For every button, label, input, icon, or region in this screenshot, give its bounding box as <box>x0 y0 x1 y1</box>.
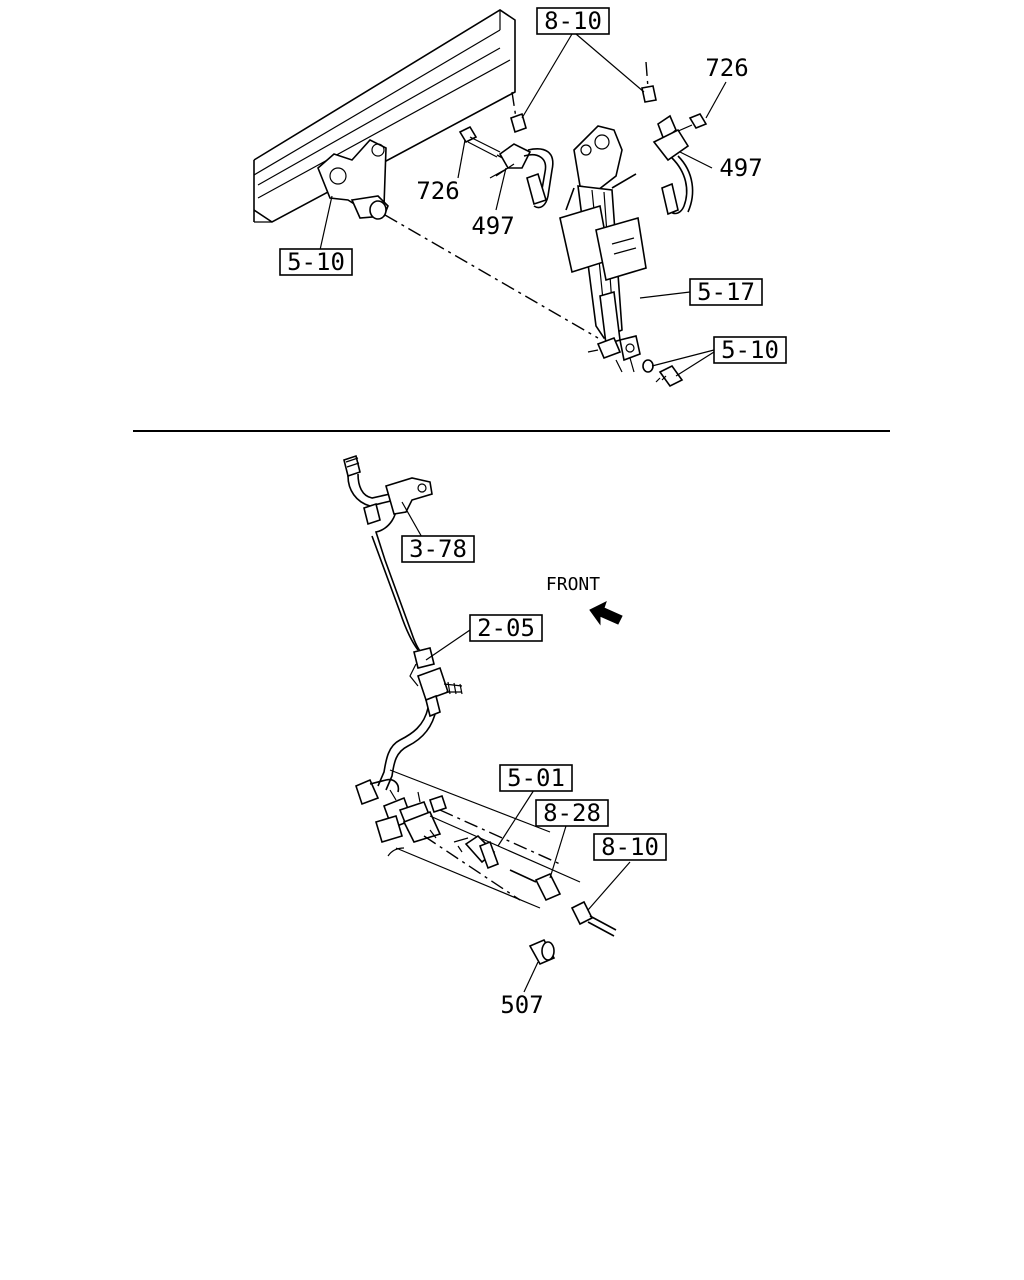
label-726-left: 726 <box>416 177 459 205</box>
label-2-05: 2-05 <box>477 614 535 642</box>
bottom-leaders <box>401 501 631 993</box>
ref-box-5-10-left <box>279 248 353 276</box>
label-726-right: 726 <box>705 54 748 82</box>
pipe-top-fitting <box>343 454 361 478</box>
top-view: 8-10 726 726 497 497 5-10 5-17 5-10 <box>253 7 787 388</box>
front-arrow <box>589 601 623 626</box>
label-8-28: 8-28 <box>543 799 601 827</box>
bottom-view: FRONT <box>343 454 667 1019</box>
clip-8-10-left <box>510 91 527 134</box>
label-5-10-left: 5-10 <box>287 248 345 276</box>
lower-valve-cluster <box>355 778 448 843</box>
clamp-3-78 <box>363 477 433 526</box>
top-leaders <box>319 33 727 377</box>
sensor-497-right <box>652 114 694 216</box>
ref-box-5-01 <box>499 764 573 792</box>
ref-box-5-17 <box>689 278 763 306</box>
connector-8-10-bottom <box>570 900 617 937</box>
frame-rail <box>253 9 516 223</box>
guide-lines <box>387 769 581 909</box>
connector-8-28 <box>509 869 562 902</box>
ref-box-8-10-bottom <box>593 833 667 861</box>
ref-box-5-10-right <box>713 336 787 364</box>
bolt-726-right <box>675 113 708 133</box>
label-8-10-top: 8-10 <box>544 7 602 35</box>
valve-assembly-5-17 <box>559 125 647 373</box>
sensor-body <box>453 834 500 870</box>
ref-box-8-28 <box>535 799 609 827</box>
cap-507 <box>528 938 556 966</box>
label-497-left: 497 <box>471 212 514 240</box>
clip-8-10-right <box>641 61 657 103</box>
brake-pipe <box>347 473 437 791</box>
label-497-right: 497 <box>719 154 762 182</box>
sensor-497-left <box>489 143 554 209</box>
ref-box-3-78 <box>401 535 475 563</box>
ref-box-8-10-top <box>536 7 610 35</box>
label-3-78: 3-78 <box>409 535 467 563</box>
label-front: FRONT <box>546 574 600 595</box>
rail-bracket <box>317 139 389 220</box>
bolt-726-left <box>458 125 511 163</box>
junction-2-05 <box>409 647 463 718</box>
label-5-10-right: 5-10 <box>721 336 779 364</box>
label-507: 507 <box>500 991 543 1019</box>
label-5-01: 5-01 <box>507 764 565 792</box>
ref-box-2-05 <box>469 614 543 642</box>
label-5-17: 5-17 <box>697 278 755 306</box>
label-8-10-bottom: 8-10 <box>601 833 659 861</box>
